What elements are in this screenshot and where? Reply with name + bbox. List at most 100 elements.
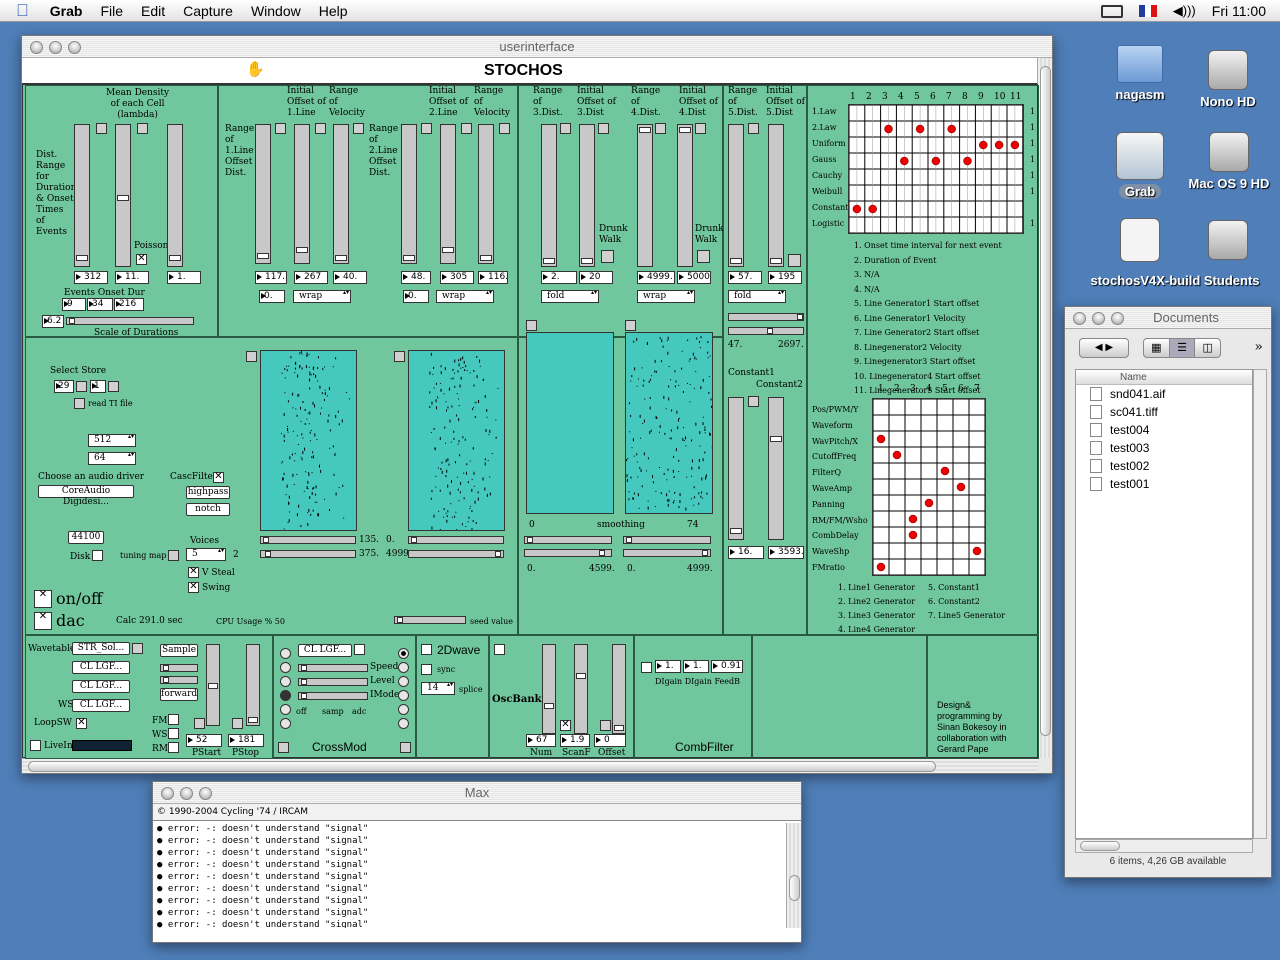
read-ti-button[interactable]	[74, 398, 85, 409]
zoom-button[interactable]	[1111, 312, 1124, 325]
buffer-64-menu[interactable]: 64	[88, 452, 136, 465]
file-row[interactable]: test002	[1076, 457, 1252, 475]
scope2-slider-a[interactable]	[408, 536, 504, 544]
range2-number[interactable]: 48.	[401, 271, 431, 284]
minimize-button[interactable]	[1092, 312, 1105, 325]
range1-bang[interactable]	[275, 123, 286, 134]
audio-driver-button[interactable]: CoreAudio Digidesi...	[38, 485, 134, 498]
r3-bang[interactable]	[560, 123, 571, 134]
range-slider-b[interactable]	[623, 549, 711, 557]
i4-slider[interactable]	[677, 124, 693, 267]
livein-toggle[interactable]	[30, 740, 41, 751]
vsteal-toggle[interactable]	[188, 567, 199, 578]
offset-number[interactable]: 0	[594, 734, 626, 747]
i5-number[interactable]: 195	[768, 271, 802, 284]
swing-toggle[interactable]	[188, 582, 199, 593]
i4-number[interactable]: 5000	[677, 271, 711, 284]
event-scope-2[interactable]	[408, 350, 505, 531]
desktop-icon-label[interactable]: stochosV4X-build Students	[1085, 273, 1265, 288]
init2-bang[interactable]	[461, 123, 472, 134]
line2-mode-menu[interactable]: wrap	[436, 290, 494, 303]
apple-menu-icon[interactable]: 	[0, 0, 41, 22]
events-number[interactable]: 9	[62, 298, 86, 311]
menu-help[interactable]: Help	[310, 0, 357, 22]
i3-bang[interactable]	[598, 123, 609, 134]
dist5-slider-b[interactable]	[728, 327, 804, 335]
scroll-thumb[interactable]	[789, 875, 800, 901]
file-row[interactable]: snd041.aif	[1076, 385, 1252, 403]
distribution-matrix[interactable]	[848, 104, 1024, 234]
constant2-number[interactable]: 3593.	[768, 546, 804, 559]
horizontal-scrollbar[interactable]	[22, 758, 1038, 773]
r4-bang[interactable]	[655, 123, 666, 134]
smoothing-slider-a[interactable]	[524, 536, 612, 544]
desktop-icon-nagasm[interactable]: nagasm	[1105, 45, 1175, 102]
r3-number[interactable]: 2.	[541, 271, 577, 284]
scope1-bang[interactable]	[246, 351, 257, 362]
dist-bang[interactable]	[96, 123, 107, 134]
scroll-thumb[interactable]	[1040, 66, 1051, 736]
crossmod-bang-1[interactable]	[278, 742, 289, 753]
scale-number[interactable]: 1.	[167, 271, 201, 284]
file-row[interactable]: test001	[1076, 475, 1252, 493]
dur-number[interactable]: 216	[114, 298, 144, 311]
crossmod-radio-11[interactable]	[398, 704, 409, 715]
crossmod-radio-1[interactable]	[280, 648, 291, 659]
sample-slider-1[interactable]	[160, 664, 198, 672]
range2-slider[interactable]	[401, 124, 417, 264]
select-number[interactable]: 29	[54, 380, 74, 393]
desktop-icon-mac-os-9-hd[interactable]: Mac OS 9 HD	[1183, 132, 1275, 191]
minimize-button[interactable]	[49, 41, 62, 54]
menu-file[interactable]: File	[91, 0, 132, 22]
onset-number[interactable]: 34	[87, 298, 113, 311]
highpass-button[interactable]: highpass	[186, 486, 230, 499]
vel2-number[interactable]: 116.	[478, 271, 508, 284]
window-titlebar[interactable]: Documents	[1065, 307, 1271, 329]
i5-slider[interactable]	[768, 124, 784, 267]
num-slider[interactable]	[542, 644, 556, 734]
sample-slider-2[interactable]	[160, 676, 198, 684]
tuning-map-button[interactable]	[168, 550, 179, 561]
dac-toggle[interactable]	[34, 612, 52, 630]
pstart-bang[interactable]	[194, 718, 205, 729]
drunk1-button[interactable]	[601, 250, 614, 263]
file-row[interactable]: test003	[1076, 439, 1252, 457]
minimize-button[interactable]	[180, 787, 193, 800]
display-icon[interactable]	[1101, 5, 1123, 18]
sample-button[interactable]: Sample	[160, 644, 198, 657]
imode-slider[interactable]	[298, 692, 368, 700]
constant1-bang[interactable]	[748, 396, 759, 407]
file-row[interactable]: test004	[1076, 421, 1252, 439]
line2-zero-number[interactable]: 0.	[403, 290, 429, 303]
dist5-mode-menu[interactable]: fold	[728, 290, 786, 303]
r5-bang[interactable]	[748, 123, 759, 134]
desktop-icon-grab[interactable]: Grab	[1110, 132, 1170, 199]
select-bang[interactable]	[76, 381, 87, 392]
ws-toggle[interactable]	[168, 728, 179, 739]
file-row[interactable]: sc041.tiff	[1076, 403, 1252, 421]
hard-disk-icon[interactable]	[1208, 220, 1248, 260]
scroll-thumb[interactable]	[28, 761, 936, 772]
scope2-slider-b[interactable]	[408, 550, 504, 558]
line1-zero-number[interactable]: 0.	[259, 290, 285, 303]
density-bang[interactable]	[137, 123, 148, 134]
dist4-mode-menu[interactable]: wrap	[637, 290, 695, 303]
scanf-number[interactable]: 1.9	[560, 734, 590, 747]
wavetable-menu-4[interactable]: CL LGF...	[72, 699, 130, 712]
i3-slider[interactable]	[579, 124, 595, 267]
dist5-slider-a[interactable]	[728, 313, 804, 321]
finder-hscroll[interactable]	[1075, 839, 1253, 853]
scale-durations-slider[interactable]	[66, 317, 194, 325]
window-titlebar[interactable]: Max	[153, 782, 801, 804]
name-column-header[interactable]: Name	[1076, 370, 1252, 385]
onoff-toggle[interactable]	[34, 590, 52, 608]
crossmod-radio-12[interactable]	[398, 718, 409, 729]
poisson-toggle[interactable]	[136, 254, 147, 265]
close-button[interactable]	[161, 787, 174, 800]
buffer-512-menu[interactable]: 512	[88, 434, 136, 447]
samplerate-button[interactable]: 44100	[68, 531, 104, 544]
scope1-slider-a[interactable]	[260, 536, 356, 544]
constant1-slider[interactable]	[728, 397, 744, 540]
crossmod-radio-5[interactable]	[280, 704, 291, 715]
init1-bang[interactable]	[315, 123, 326, 134]
